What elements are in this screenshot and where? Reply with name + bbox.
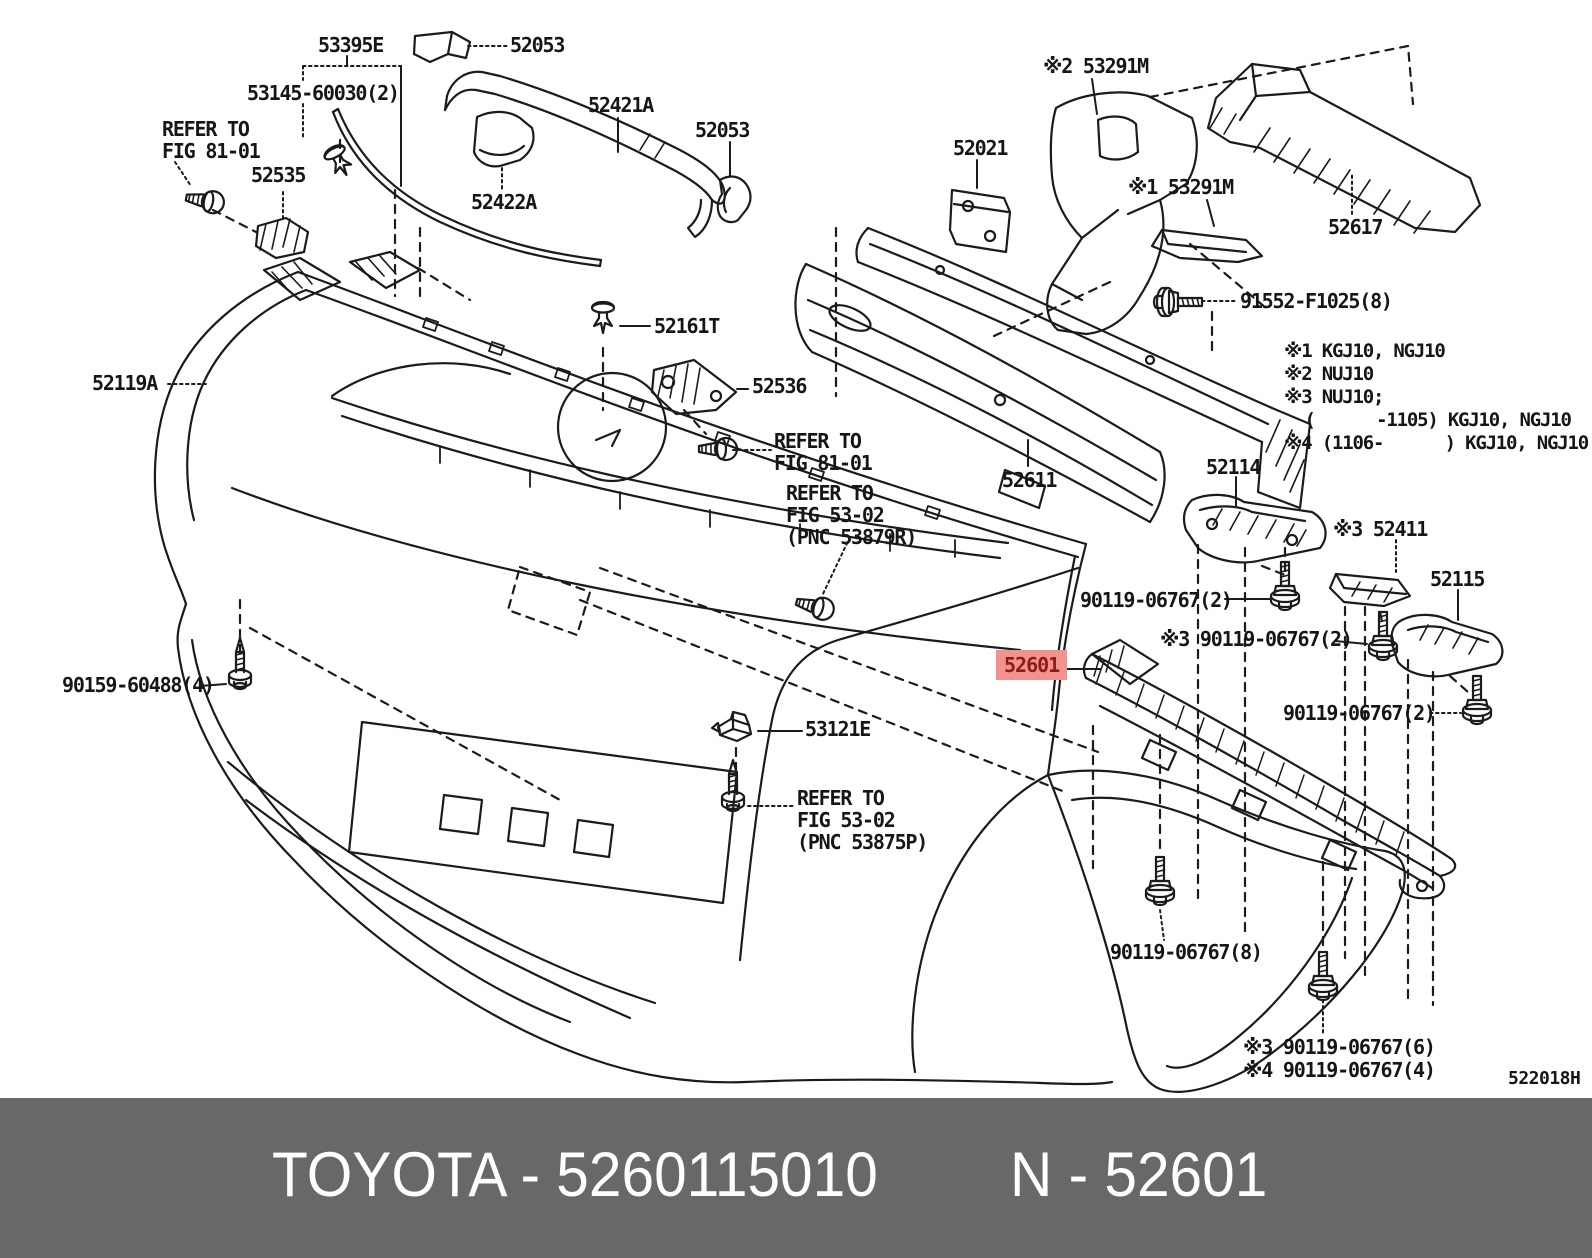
- label-90119-06767-4-note4: ※4 90119-06767(4): [1243, 1058, 1436, 1082]
- label-52053-right: 52053: [695, 118, 750, 142]
- label-53121e: 53121E: [805, 717, 871, 741]
- callout-box-53395e: [302, 65, 402, 187]
- label-52421a: 52421A: [588, 93, 654, 117]
- part-art-moulding-52422a: [472, 110, 535, 168]
- label-53145-60030: 53145-60030(2): [247, 81, 400, 105]
- leader-lines: [199, 55, 1459, 732]
- footer-part-code: TOYOTA - 5260115010: [272, 1140, 878, 1211]
- label-52422a: 52422A: [471, 190, 537, 214]
- label-52161t: 52161T: [654, 314, 720, 338]
- footer-bar: TOYOTA - 5260115010 N - 52601: [0, 1098, 1592, 1258]
- label-refer-fig81-01-mid: REFER TO FIG 81-01: [774, 429, 873, 475]
- part-art-bumper-cover-52119a: [153, 250, 1406, 1093]
- label-52535: 52535: [251, 163, 306, 187]
- part-art-reinforcement-upper: [855, 226, 1312, 510]
- label-refer-fig81-01-top: REFER TO FIG 81-01: [162, 117, 261, 163]
- label-90119-06767-6-note3: ※3 90119-06767(6): [1243, 1035, 1436, 1059]
- label-90159-60488: 90159-60488(4): [62, 673, 215, 697]
- label-52601: 52601: [996, 650, 1068, 680]
- label-52119a: 52119A: [92, 371, 158, 395]
- label-52021: 52021: [953, 136, 1008, 160]
- part-art-bracket-52536: [650, 358, 738, 416]
- part-art-reinforcement-52611: [794, 262, 1166, 524]
- part-art-strip-52053-right: [716, 175, 752, 224]
- label-variant-notes: ※1 KGJ10, NGJ10 ※2 NUJ10 ※3 NUJ10; ( -11…: [1284, 340, 1589, 454]
- part-art-bracket-52021: [948, 188, 1012, 254]
- part-art-bracket-52535: [254, 216, 310, 260]
- label-91552-f1025: 91552-F1025(8): [1240, 289, 1393, 313]
- label-refer-fig53-02-53875p: REFER TO FIG 53-02 (PNC 53875P): [797, 786, 928, 854]
- label-522018h: 522018H: [1508, 1068, 1581, 1089]
- label-52617: 52617: [1328, 215, 1383, 239]
- label-52536: 52536: [752, 374, 807, 398]
- dashed-assembly-lines: [211, 44, 1470, 1007]
- label-52114: 52114: [1206, 455, 1261, 479]
- label-90119-06767-8: 90119-06767(8): [1110, 940, 1263, 964]
- label-53395e: 53395E: [318, 33, 384, 57]
- part-art-weatherstrip-53145: [331, 107, 603, 268]
- part-art-bracket-52411: [1328, 572, 1412, 608]
- label-53291m-note1: ※1 53291M: [1128, 175, 1234, 199]
- part-art-bracket-53291m-lower: [1150, 228, 1264, 264]
- label-90119-06767-2b-note3: ※3 90119-06767(2): [1160, 627, 1353, 651]
- footer-pnc-code: N - 52601: [1010, 1140, 1268, 1211]
- label-53291m-note2: ※2 53291M: [1043, 54, 1149, 78]
- label-90119-06767-2c: 90119-06767(2): [1283, 701, 1436, 725]
- label-52115: 52115: [1430, 567, 1485, 591]
- part-art-undercover-52601: [1082, 638, 1457, 900]
- label-refer-fig53-02-53879r: REFER TO FIG 53-02 (PNC 53879R): [786, 481, 917, 549]
- part-art-strip-52053-top: [412, 30, 472, 64]
- part-art-absorber-52617: [1206, 62, 1482, 234]
- dotted-leader-lines: [167, 45, 1462, 1035]
- label-52053-top: 52053: [510, 33, 565, 57]
- part-art-moulding-52421a: [443, 70, 726, 239]
- label-90119-06767-2a: 90119-06767(2): [1080, 588, 1233, 612]
- label-52611: 52611: [1002, 468, 1057, 492]
- label-52411-note3: ※3 52411: [1333, 517, 1428, 541]
- parts-diagram-canvas: [153, 30, 1504, 1093]
